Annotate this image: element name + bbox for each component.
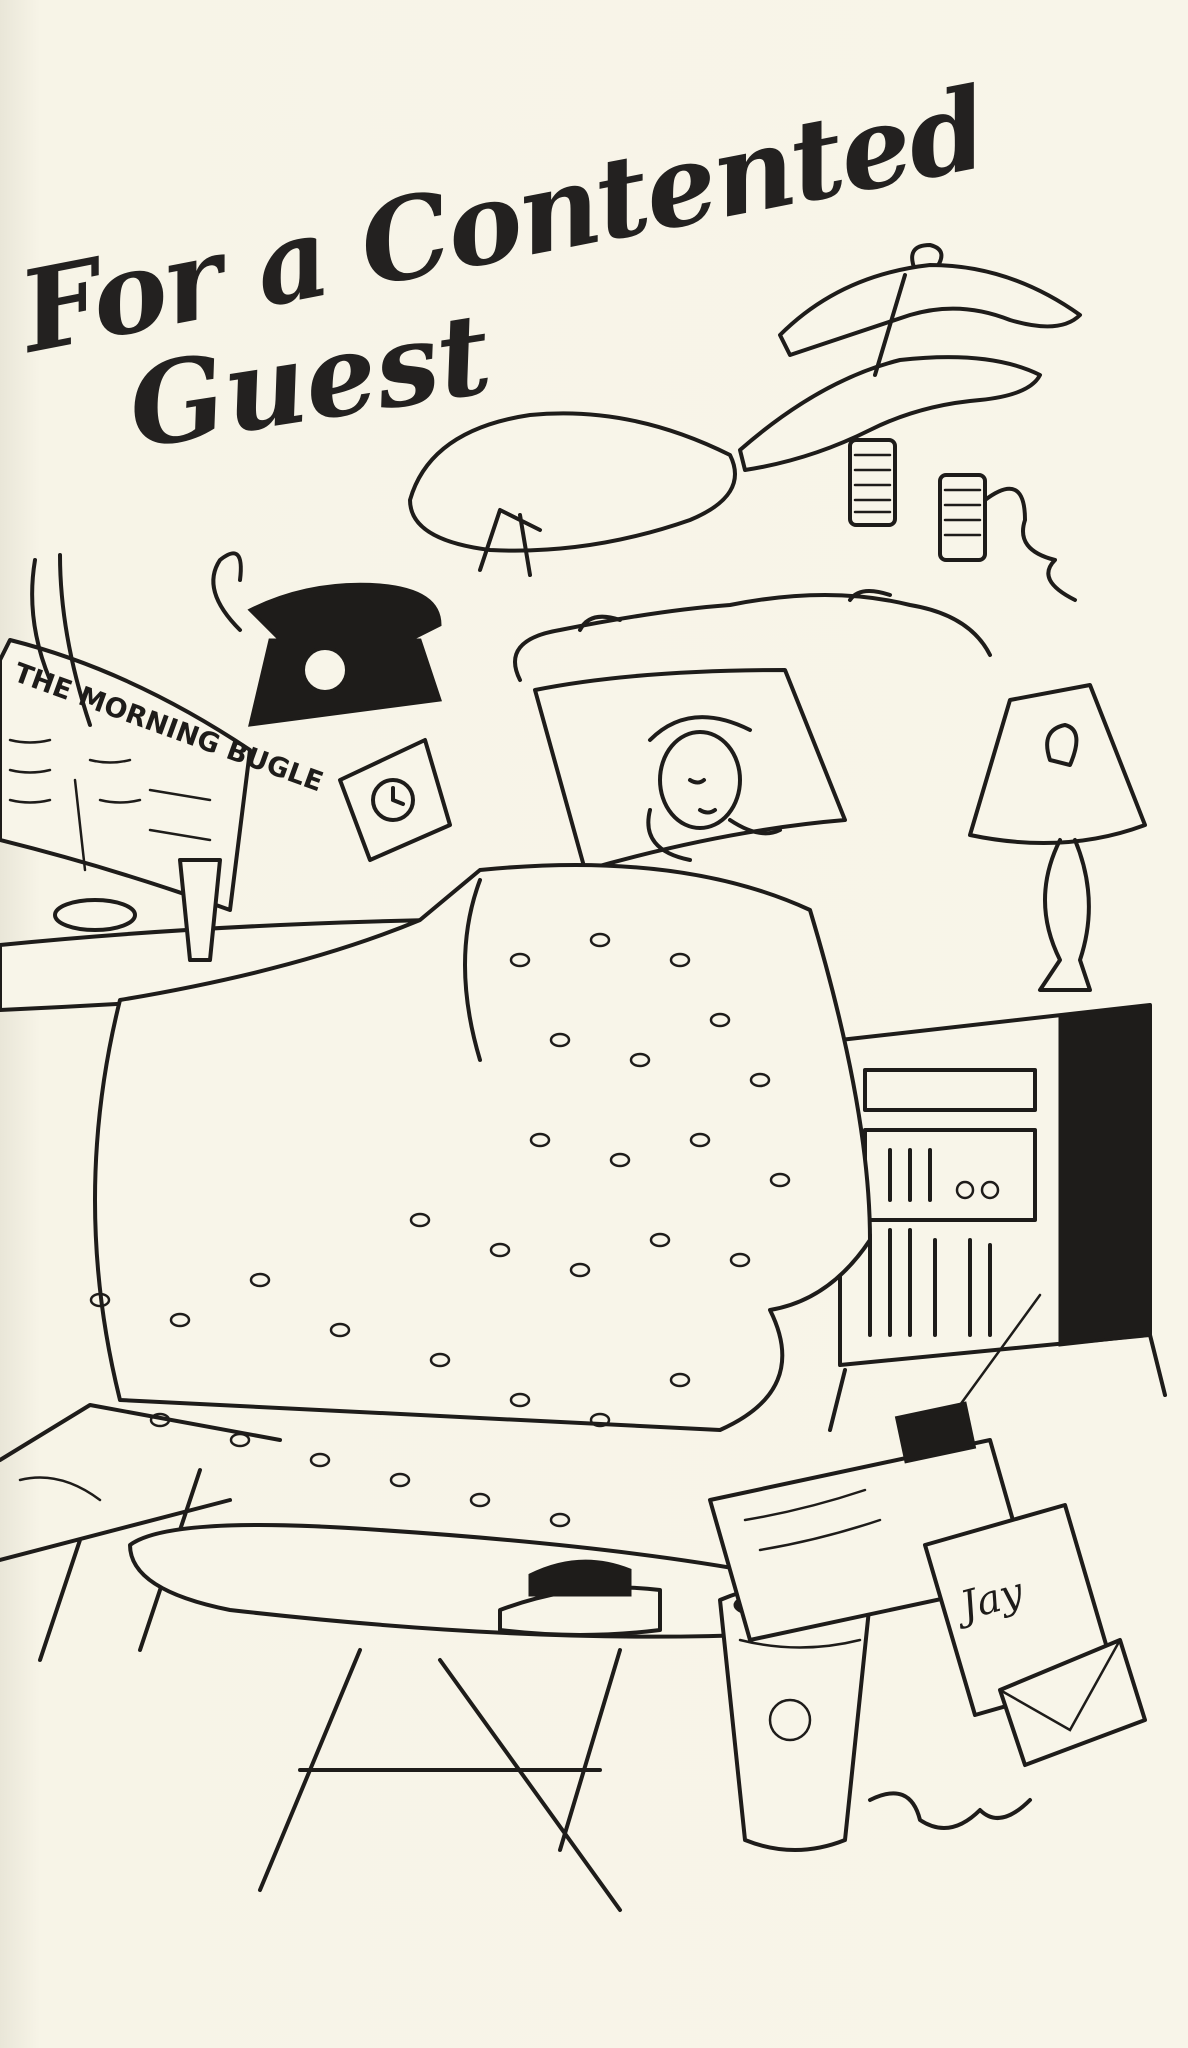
alarm-clock [338,738,452,862]
polka-dot [669,952,691,968]
bedside-lamp [968,683,1147,992]
newspaper: THE MORNING BUGLE [0,553,327,912]
polka-dot [249,1272,271,1288]
telephone [211,551,442,727]
polka-dot [589,932,611,948]
polka-dot [169,1312,191,1328]
pincushion [408,411,737,577]
polka-dot [549,1032,571,1048]
letters: Jay [708,1293,1147,1767]
polka-dot [709,1012,731,1028]
polka-dot [409,1212,431,1228]
polka-dot [609,1152,631,1168]
nightstand [828,1003,1167,1432]
polka-dot [389,1472,411,1488]
headboard [513,589,992,872]
bedspread-polka-dots [89,932,791,1528]
polka-dot [329,1322,351,1338]
polka-dot [689,1132,711,1148]
iron [498,1559,662,1637]
polka-dot [509,1392,531,1408]
bedspread [89,863,872,1528]
polka-dot [489,1242,511,1258]
polka-dot [569,1262,591,1278]
polka-dot [469,1492,491,1508]
polka-dot [729,1252,751,1268]
thread-spools [848,438,1077,602]
polka-dot [589,1412,611,1428]
clothes-hangers [738,243,1082,472]
folding-chair [0,1403,282,1662]
sleeping-guest [646,715,782,862]
polka-dot [749,1072,771,1088]
polka-dot [89,1292,111,1308]
polka-dot [309,1452,331,1468]
polka-dot [509,952,531,968]
polka-dot [629,1052,651,1068]
polka-dot [529,1132,551,1148]
polka-dot [769,1172,791,1188]
polka-dot [669,1372,691,1388]
polka-dot [649,1232,671,1248]
polka-dot [429,1352,451,1368]
polka-dot [549,1512,571,1528]
